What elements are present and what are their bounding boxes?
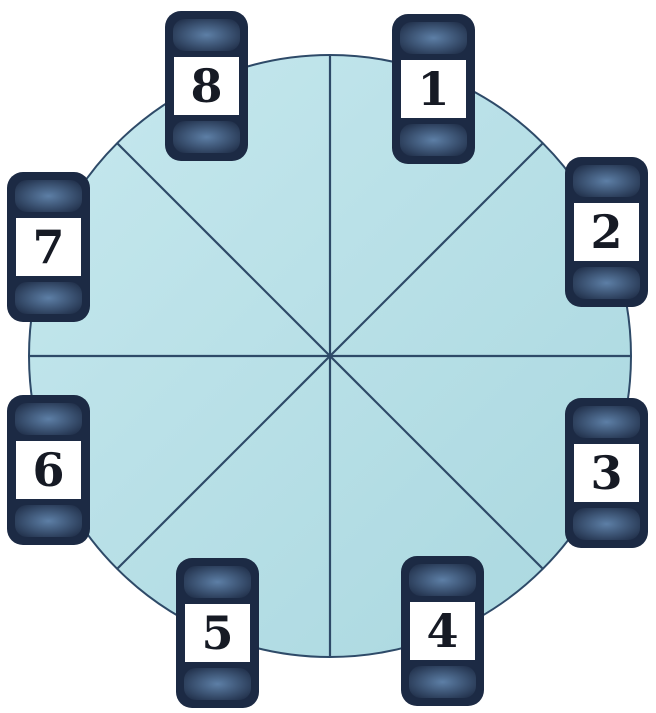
car-label: 1 xyxy=(417,62,449,116)
car-windshield xyxy=(15,403,82,435)
car-windshield xyxy=(15,180,82,212)
car-1: 1 xyxy=(392,14,475,164)
car-label: 7 xyxy=(32,220,64,274)
car-3: 3 xyxy=(565,398,648,548)
car-label: 8 xyxy=(190,59,222,113)
car-5: 5 xyxy=(176,558,259,708)
car-7: 7 xyxy=(7,172,90,322)
car-rear-window xyxy=(573,267,640,299)
car-windshield xyxy=(573,165,640,197)
car-label: 5 xyxy=(201,606,233,660)
car-label: 2 xyxy=(590,205,622,259)
car-8: 8 xyxy=(165,11,248,161)
car-windshield xyxy=(173,19,240,51)
car-windshield xyxy=(184,566,251,598)
car-rear-window xyxy=(409,666,476,698)
car-windshield xyxy=(573,406,640,438)
car-windshield xyxy=(400,22,467,54)
car-rear-window xyxy=(573,508,640,540)
car-label: 3 xyxy=(590,446,622,500)
car-4: 4 xyxy=(401,556,484,706)
car-windshield xyxy=(409,564,476,596)
car-rear-window xyxy=(173,121,240,153)
car-rear-window xyxy=(15,505,82,537)
car-2: 2 xyxy=(565,157,648,307)
car-label: 6 xyxy=(32,443,64,497)
car-rear-window xyxy=(400,124,467,156)
car-6: 6 xyxy=(7,395,90,545)
car-rear-window xyxy=(15,282,82,314)
table-dividers xyxy=(29,55,631,657)
car-rear-window xyxy=(184,668,251,700)
car-label: 4 xyxy=(426,604,458,658)
